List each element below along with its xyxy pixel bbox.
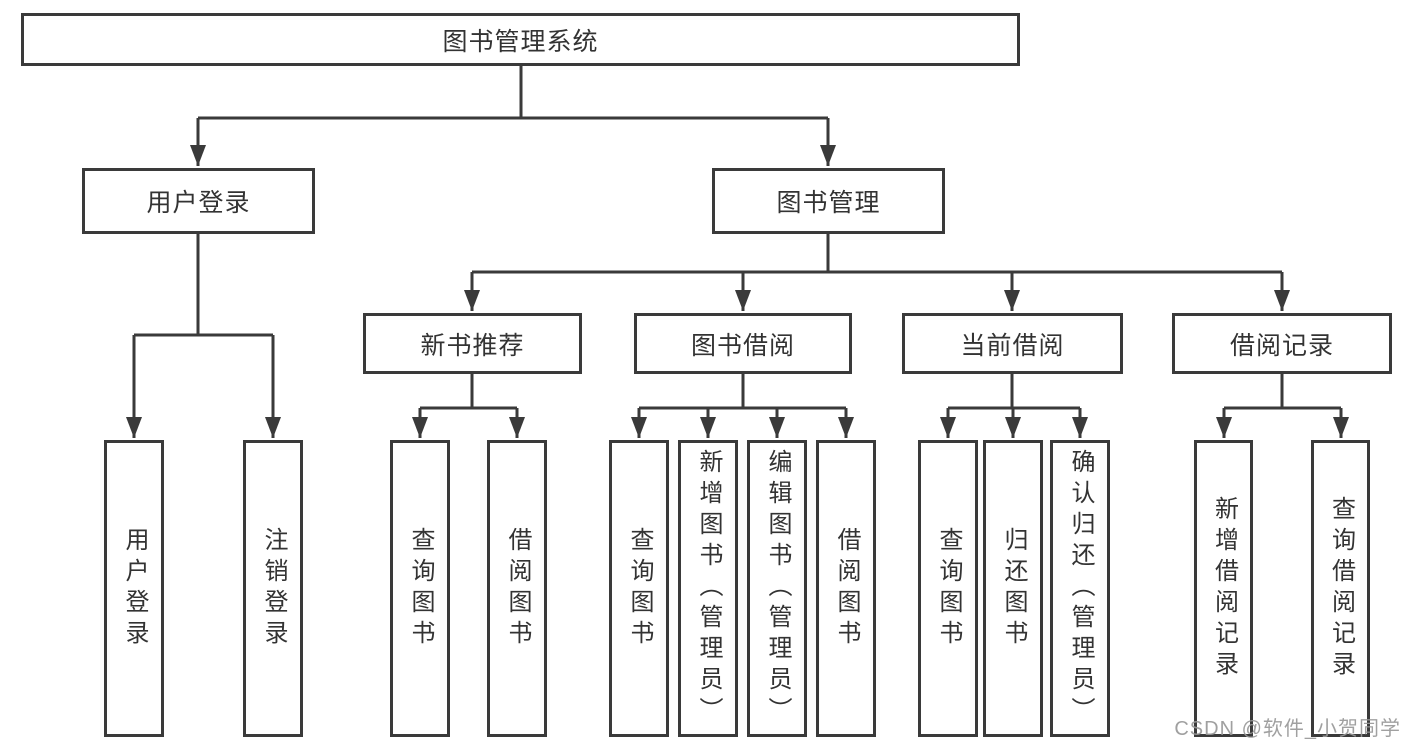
- leaf-edit-book-admin: 编辑图书（管理员）: [747, 440, 807, 737]
- leaf-query-borrow-record: 查询借阅记录: [1311, 440, 1370, 737]
- connector-book-management: [464, 234, 1290, 311]
- connector-user-login: [126, 234, 281, 438]
- node-current-borrowing: 当前借阅: [902, 313, 1123, 374]
- node-label: 注销登录: [260, 526, 287, 651]
- leaf-confirm-return-admin: 确认归还（管理员）: [1050, 440, 1110, 737]
- leaf-recommend-borrow-books: 借阅图书: [487, 440, 547, 737]
- leaf-borrowing-borrow-books: 借阅图书: [816, 440, 876, 737]
- leaf-return-books: 归还图书: [983, 440, 1043, 737]
- connector-new-book-recommend: [412, 374, 525, 438]
- node-label: 查询图书: [407, 526, 434, 651]
- node-label: 新增图书（管理员）: [695, 449, 722, 728]
- connector-root: [190, 66, 836, 166]
- leaf-add-borrow-record: 新增借阅记录: [1194, 440, 1253, 737]
- node-user-login: 用户登录: [82, 168, 315, 234]
- node-label: 查询图书: [935, 526, 962, 651]
- node-label: 归还图书: [1000, 526, 1027, 651]
- node-label: 图书管理: [776, 189, 881, 217]
- node-label: 查询图书: [626, 526, 653, 651]
- connector-current-borrowing: [940, 374, 1088, 438]
- node-label: 借阅图书: [833, 526, 860, 651]
- node-label: 图书借阅: [690, 331, 795, 360]
- node-label: 查询借阅记录: [1327, 495, 1355, 682]
- leaf-recommend-query-books: 查询图书: [390, 440, 450, 737]
- node-label: 新增借阅记录: [1210, 495, 1238, 682]
- node-book-borrowing: 图书借阅: [634, 313, 852, 374]
- leaf-borrowing-query-books: 查询图书: [609, 440, 669, 737]
- node-label: 新书推荐: [420, 331, 525, 360]
- node-label: 借阅记录: [1229, 331, 1334, 360]
- leaf-logout: 注销登录: [243, 440, 303, 737]
- node-book-management: 图书管理: [712, 168, 945, 234]
- node-label: 确认归还（管理员）: [1067, 449, 1094, 728]
- node-label: 用户登录: [146, 189, 251, 217]
- leaf-user-login: 用户登录: [104, 440, 164, 737]
- node-label: 当前借阅: [960, 331, 1065, 360]
- node-new-book-recommend: 新书推荐: [363, 313, 582, 374]
- leaf-current-query-books: 查询图书: [918, 440, 978, 737]
- node-label: 编辑图书（管理员）: [764, 449, 791, 728]
- node-library-management-system: 图书管理系统: [21, 13, 1020, 66]
- leaf-add-book-admin: 新增图书（管理员）: [678, 440, 738, 737]
- connector-book-borrowing: [631, 374, 854, 438]
- node-label: 借阅图书: [504, 526, 531, 651]
- csdn-watermark: CSDN @软件_小贺同学: [1174, 718, 1401, 740]
- node-label: 图书管理系统: [442, 27, 599, 56]
- connector-borrowing-records: [1216, 374, 1349, 438]
- node-label: 用户登录: [121, 526, 148, 651]
- node-borrowing-records: 借阅记录: [1172, 313, 1392, 374]
